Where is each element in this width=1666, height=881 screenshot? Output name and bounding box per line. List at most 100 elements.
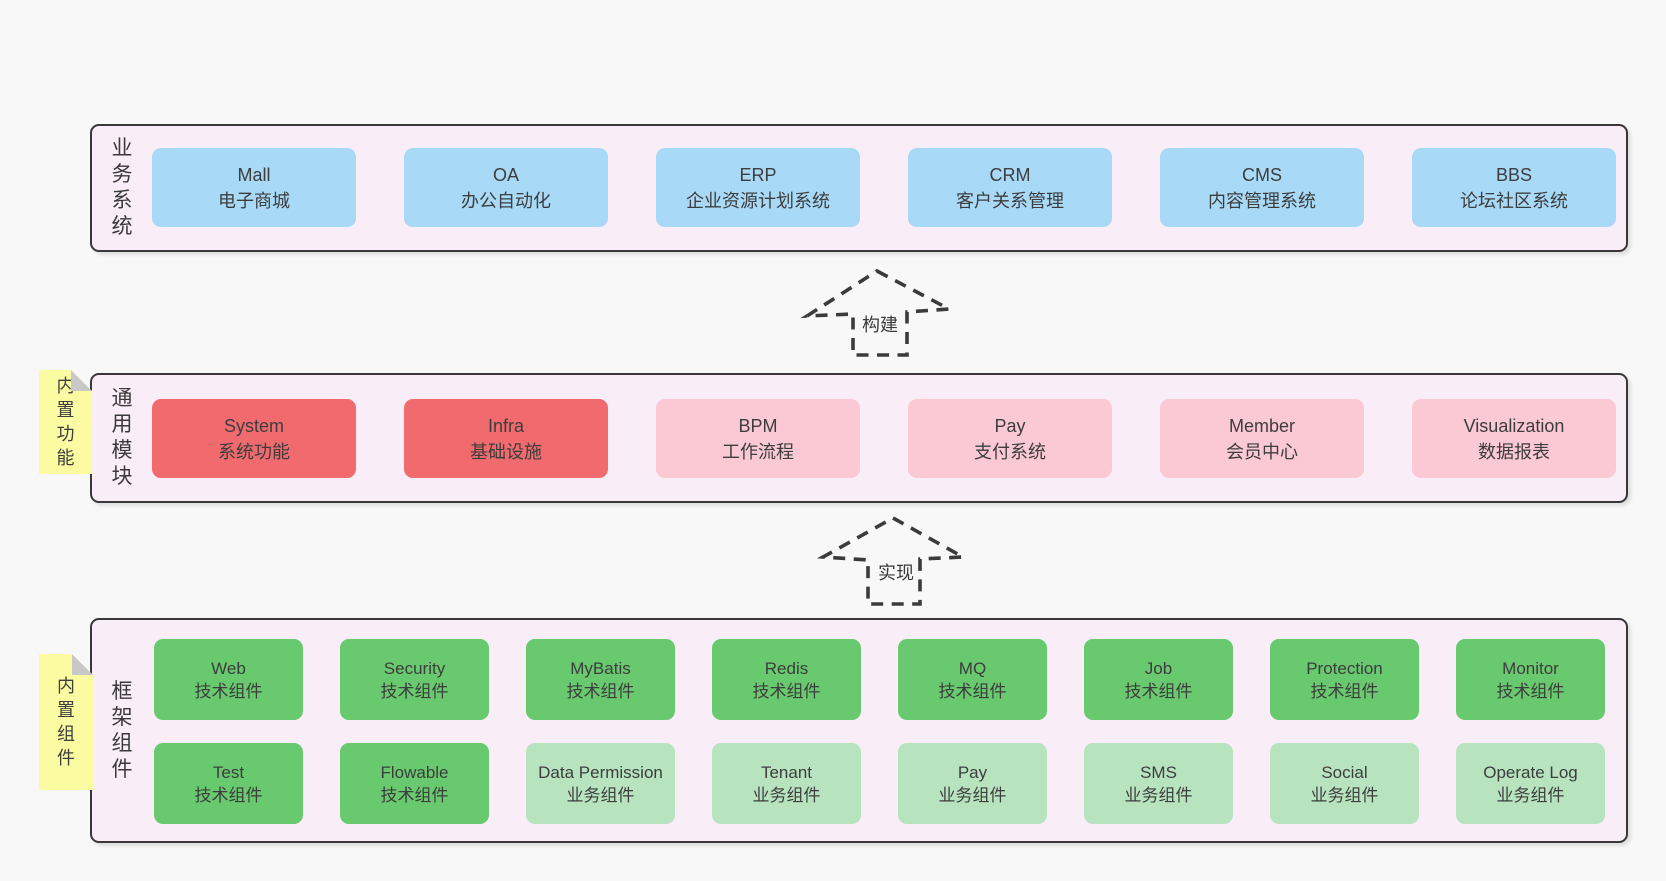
box-tenant: Tenant 业务组件 [712, 743, 861, 824]
box-title: Infra [487, 415, 525, 436]
folded-corner-icon [71, 370, 92, 391]
arrow-implement-label: 实现 [874, 558, 918, 586]
box-cms: CMS 内容管理系统 [1160, 148, 1364, 227]
vertical-char: 模 [111, 439, 133, 462]
box-subtitle: 客户关系管理 [956, 190, 1064, 211]
box-title: SMS [1140, 762, 1177, 782]
box-title: CRM [989, 164, 1031, 185]
vertical-char: 业 [111, 137, 133, 160]
box-title: Protection [1306, 658, 1383, 678]
vertical-char: 功 [56, 424, 75, 444]
box-test: Test 技术组件 [154, 743, 303, 824]
box-mq: MQ 技术组件 [898, 639, 1047, 720]
box-subtitle: 技术组件 [194, 681, 263, 701]
arrow-build-label: 构建 [858, 310, 902, 338]
box-job: Job 技术组件 [1084, 639, 1233, 720]
box-subtitle: 技术组件 [938, 681, 1007, 701]
box-subtitle: 办公自动化 [461, 190, 551, 211]
box-title: Pay [994, 415, 1026, 436]
box-subtitle: 业务组件 [566, 785, 635, 805]
box-subtitle: 技术组件 [752, 681, 821, 701]
box-visualization: Visualization 数据报表 [1412, 399, 1616, 478]
sticky-built-in-functions-label: 内置功能 [57, 374, 75, 470]
box-title: System [223, 415, 284, 436]
box-crm: CRM 客户关系管理 [908, 148, 1112, 227]
vertical-char: 务 [111, 163, 133, 186]
layer-common-modules-label: 通用模块 [104, 375, 140, 501]
box-subtitle: 业务组件 [1496, 785, 1565, 805]
box-subtitle: 业务组件 [752, 785, 821, 805]
box-title: Tenant [760, 762, 813, 782]
box-title: Redis [764, 658, 809, 678]
box-subtitle: 业务组件 [1310, 785, 1379, 805]
box-subtitle: 内容管理系统 [1208, 190, 1316, 211]
box-title: Flowable [380, 762, 449, 782]
vertical-char: 架 [111, 705, 133, 729]
box-subtitle: 业务组件 [1124, 785, 1193, 805]
box-redis: Redis 技术组件 [712, 639, 861, 720]
vertical-char: 用 [111, 413, 133, 436]
layer-framework-components-label: 框架组件 [104, 620, 140, 841]
box-sms: SMS 业务组件 [1084, 743, 1233, 824]
box-title: Member [1228, 415, 1295, 436]
arrow-build: 构建 [800, 268, 960, 360]
box-subtitle: 电子商城 [218, 190, 290, 211]
vertical-char: 统 [111, 215, 133, 238]
vertical-char: 组 [111, 731, 133, 755]
box-subtitle: 技术组件 [194, 785, 263, 805]
vertical-char: 系 [111, 189, 133, 212]
box-erp: ERP 企业资源计划系统 [656, 148, 860, 227]
box-title: BBS [1495, 164, 1533, 185]
box-title: CMS [1242, 164, 1282, 185]
vertical-char: 内 [57, 676, 75, 696]
box-subtitle: 会员中心 [1226, 441, 1298, 462]
box-subtitle: 论坛社区系统 [1460, 190, 1568, 211]
box-subtitle: 技术组件 [1496, 681, 1565, 701]
box-mall: Mall 电子商城 [152, 148, 356, 227]
box-subtitle: 数据报表 [1478, 441, 1550, 462]
box-mybatis: MyBatis 技术组件 [526, 639, 675, 720]
box-title: Social [1321, 762, 1368, 782]
box-title: Monitor [1502, 658, 1559, 678]
box-title: Job [1144, 658, 1173, 678]
box-title: Mall [237, 164, 271, 185]
sticky-built-in-components-label: 内置组件 [57, 674, 75, 770]
box-subtitle: 企业资源计划系统 [686, 190, 830, 211]
box-system: System 系统功能 [152, 399, 356, 478]
box-title: Security [383, 658, 446, 678]
vertical-char: 置 [57, 700, 75, 720]
layer-business-systems: 业务系统 Mall 电子商城 OA 办公自动化 ERP 企业资源计划系统 CRM 客户关系管理… [90, 124, 1628, 252]
box-social: Social 业务组件 [1270, 743, 1419, 824]
box-bbs: BBS 论坛社区系统 [1412, 148, 1616, 227]
box-title: OA [492, 164, 519, 185]
box-title: MQ [958, 658, 987, 678]
box-title: ERP [739, 164, 777, 185]
vertical-char: 内 [56, 376, 75, 396]
box-web: Web 技术组件 [154, 639, 303, 720]
sticky-built-in-functions: 内置功能 [39, 370, 92, 474]
up-arrow-dashed-icon [816, 515, 970, 606]
vertical-char: 块 [111, 465, 133, 488]
box-title: Test [212, 762, 245, 782]
layer-business-systems-label: 业务系统 [104, 126, 140, 250]
box-subtitle: 技术组件 [1310, 681, 1379, 701]
vertical-char: 件 [111, 757, 133, 781]
box-subtitle: 技术组件 [1124, 681, 1193, 701]
box-subtitle: 技术组件 [566, 681, 635, 701]
box-subtitle: 支付系统 [974, 441, 1046, 462]
box-title: Web [211, 658, 246, 678]
vertical-char: 能 [56, 448, 75, 468]
box-title: MyBatis [570, 658, 631, 678]
box-subtitle: 系统功能 [218, 441, 290, 462]
box-title: Visualization [1463, 415, 1565, 436]
